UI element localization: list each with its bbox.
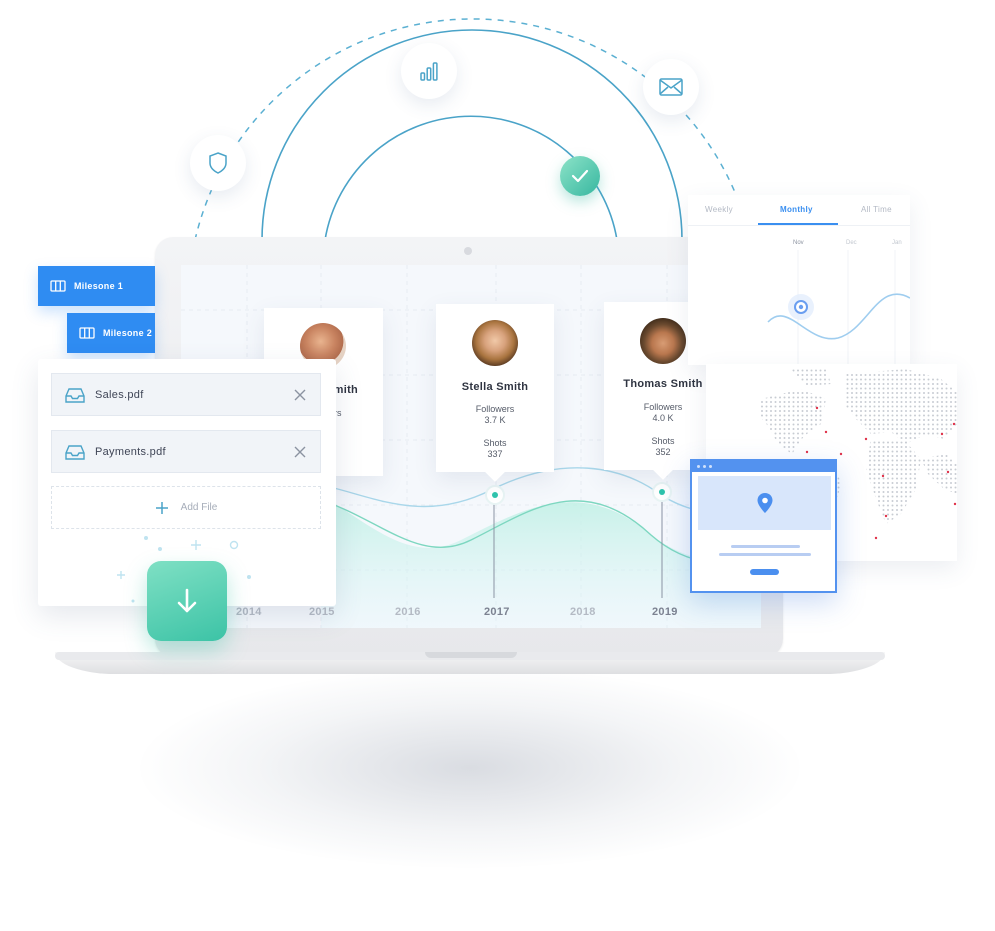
download-button[interactable] bbox=[147, 561, 227, 641]
check-icon bbox=[571, 169, 589, 183]
timeline-marker-2017 bbox=[485, 485, 505, 505]
bar-chart-bubble bbox=[401, 43, 457, 99]
shield-icon bbox=[209, 152, 227, 174]
shots-label: Shots bbox=[651, 436, 675, 446]
year-label: 2015 bbox=[309, 606, 335, 618]
followers-value: 4.0 K bbox=[652, 413, 674, 423]
file-item-payments[interactable]: Payments.pdf bbox=[51, 430, 321, 473]
milestone-label: Milesone 1 bbox=[74, 281, 124, 291]
file-name: Sales.pdf bbox=[95, 388, 144, 401]
year-label: 2016 bbox=[395, 606, 421, 618]
columns-icon bbox=[50, 280, 66, 292]
columns-icon bbox=[79, 327, 95, 339]
laptop-notch bbox=[425, 652, 517, 658]
year-label: 2019 bbox=[652, 606, 678, 618]
location-pin-icon bbox=[757, 493, 773, 513]
month-label: Nov bbox=[793, 240, 804, 246]
milestone-1-tag[interactable]: Milesone 1 bbox=[38, 266, 155, 306]
shots-value: 352 bbox=[655, 447, 671, 457]
milestone-2-tag[interactable]: Milesone 2 bbox=[67, 313, 155, 353]
tabs-divider bbox=[688, 225, 910, 226]
bar-chart-icon bbox=[420, 62, 438, 81]
avatar bbox=[472, 320, 518, 366]
file-name: Payments.pdf bbox=[95, 445, 166, 458]
laptop-shadow bbox=[140, 668, 800, 868]
text-line bbox=[719, 553, 811, 556]
year-label: 2017 bbox=[484, 606, 510, 618]
add-file-label: Add File bbox=[180, 502, 218, 513]
inbox-icon bbox=[65, 444, 85, 460]
add-file-button[interactable]: Add File bbox=[51, 486, 321, 529]
timeline-marker-2019 bbox=[652, 482, 672, 502]
close-icon[interactable] bbox=[294, 389, 306, 401]
profile-name: Stella Smith bbox=[461, 381, 529, 393]
tab-weekly[interactable]: Weekly bbox=[705, 205, 733, 214]
window-control-dot bbox=[709, 465, 712, 468]
month-label: Dec bbox=[846, 240, 857, 246]
inbox-icon bbox=[65, 387, 85, 403]
plus-icon bbox=[155, 501, 168, 514]
followers-label: Followers bbox=[643, 402, 683, 412]
profile-name: Thomas Smith bbox=[623, 378, 703, 390]
mail-bubble bbox=[643, 59, 699, 115]
download-arrow-icon bbox=[177, 588, 197, 613]
check-badge bbox=[560, 156, 600, 196]
action-button[interactable] bbox=[750, 569, 779, 575]
month-label: Jan bbox=[892, 240, 902, 246]
mail-icon bbox=[659, 78, 683, 96]
milestone-label: Milesone 2 bbox=[103, 328, 153, 338]
tab-monthly[interactable]: Monthly bbox=[780, 205, 813, 214]
window-control-dot bbox=[703, 465, 706, 468]
world-map bbox=[758, 367, 957, 540]
stats-line-chart bbox=[767, 250, 910, 365]
window-control-dot bbox=[697, 465, 700, 468]
close-icon[interactable] bbox=[294, 446, 306, 458]
followers-label: rs bbox=[334, 408, 342, 418]
shield-bubble bbox=[190, 135, 246, 191]
decorative-particles bbox=[117, 536, 251, 603]
year-label: 2014 bbox=[236, 606, 262, 618]
year-label: 2018 bbox=[570, 606, 596, 618]
stats-panel: Weekly Monthly All Time Nov Dec Jan bbox=[688, 195, 910, 365]
file-item-sales[interactable]: Sales.pdf bbox=[51, 373, 321, 416]
browser-titlebar bbox=[692, 461, 835, 472]
laptop-camera bbox=[464, 247, 472, 255]
browser-window-card[interactable] bbox=[690, 459, 837, 593]
tab-underline bbox=[758, 223, 838, 225]
tab-all-time[interactable]: All Time bbox=[861, 205, 892, 214]
shots-label: Shots bbox=[483, 438, 507, 448]
profile-card[interactable]: Stella Smith Followers 3.7 K Shots 337 bbox=[436, 304, 554, 482]
followers-label: Followers bbox=[475, 404, 515, 414]
followers-value: 3.7 K bbox=[484, 415, 506, 425]
text-line bbox=[731, 545, 800, 548]
file-upload-panel: Sales.pdf Payments.pdf Add File bbox=[38, 359, 336, 606]
shots-value: 337 bbox=[487, 449, 503, 459]
avatar bbox=[640, 318, 686, 364]
